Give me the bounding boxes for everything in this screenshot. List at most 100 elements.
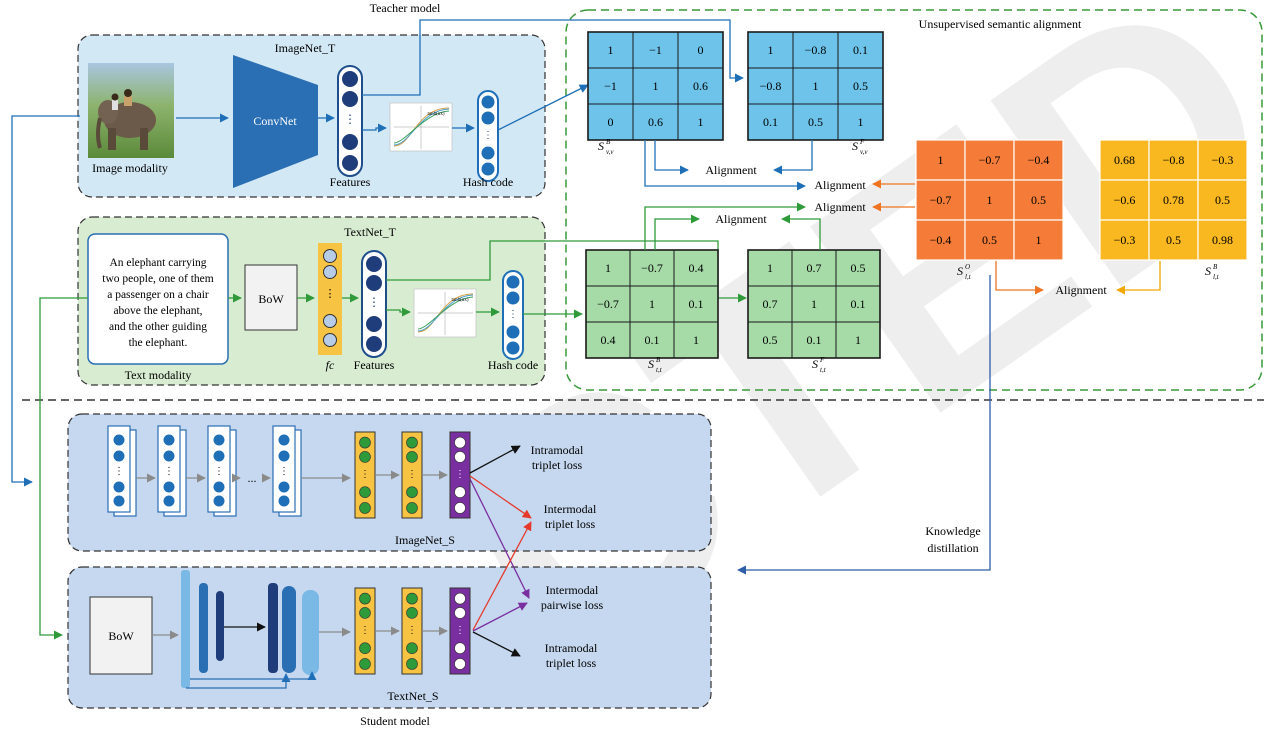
svg-text:⋮: ⋮ xyxy=(508,309,518,320)
matrix-cell-value: 0.4 xyxy=(689,261,704,275)
fc-column-1: ⋮ xyxy=(354,587,376,675)
matrix-cell xyxy=(1099,139,1150,181)
imagenet-s-panel: ImageNet_S ⋮⋮⋮⋮ ... ⋮⋮⋮ xyxy=(67,413,712,552)
matrix-cell xyxy=(673,249,719,287)
svg-text:⋮: ⋮ xyxy=(455,469,465,480)
conv-layer-1: ⋮ xyxy=(107,425,137,517)
unsupervised-alignment-label: Unsupervised semantic alignment xyxy=(919,17,1082,31)
svg-text:two people, one of them: two people, one of them xyxy=(102,273,214,285)
matrix-cell-value: 0.5 xyxy=(1166,233,1181,247)
svg-text:B: B xyxy=(1213,263,1218,271)
matrix-cell-value: 0.5 xyxy=(808,115,823,129)
svg-text:t,t: t,t xyxy=(656,366,663,374)
matrix-cell xyxy=(1099,219,1150,261)
teacher-pipeline-arrows xyxy=(176,19,747,319)
elephant-photo xyxy=(88,63,174,158)
matrix-cell xyxy=(837,31,884,69)
textnet-s-title: TextNet_S xyxy=(387,689,438,703)
matrix-cell-value: 0.5 xyxy=(763,333,778,347)
convnet-block xyxy=(233,55,318,188)
student-text-resnet xyxy=(181,570,351,689)
matrix-cell-value: 0.1 xyxy=(763,115,778,129)
matrix-cell xyxy=(629,285,675,323)
svg-text:⋮: ⋮ xyxy=(360,625,370,636)
loss-intra-txt-2: triplet loss xyxy=(546,656,597,670)
matrix-cell-value: −0.6 xyxy=(1114,193,1136,207)
matrix-cell-value: −0.8 xyxy=(805,43,827,57)
matrix-cell xyxy=(677,31,724,69)
matrix-cell-value: 0.5 xyxy=(1031,193,1046,207)
text-features-label: Features xyxy=(354,358,395,372)
matrix-cell xyxy=(837,67,884,105)
matrix-cell-value: 0.1 xyxy=(689,297,704,311)
fc-column-3: ⋮ xyxy=(449,587,471,675)
matrix-cell-value: 1 xyxy=(938,153,944,167)
matrix-cell-value: −0.8 xyxy=(1163,153,1185,167)
svg-text:⋮: ⋮ xyxy=(325,288,336,300)
matrix-cell-value: 1 xyxy=(693,333,699,347)
matrix-cell-value: 0.6 xyxy=(693,79,708,93)
alignment-label-5: Alignment xyxy=(1055,283,1107,297)
fc-column-3: ⋮ xyxy=(449,431,471,519)
matrix-label: S xyxy=(648,357,654,371)
svg-text:above the elephant,: above the elephant, xyxy=(113,305,202,317)
svg-text:the elephant.: the elephant. xyxy=(129,337,188,349)
teacher-text-hash-code: ⋮ xyxy=(502,270,524,360)
matrix-cell xyxy=(964,179,1015,221)
svg-text:⋮: ⋮ xyxy=(114,466,124,477)
loss-intra-img-1: Intramodal xyxy=(531,443,584,457)
svg-text:⋮: ⋮ xyxy=(164,466,174,477)
svg-text:a passenger on a chair: a passenger on a chair xyxy=(107,289,209,301)
matrix-cell-value: 1 xyxy=(858,115,864,129)
teacher-model-label: Teacher model xyxy=(370,1,441,15)
svg-text:⋮: ⋮ xyxy=(344,112,356,126)
textnet-s-panel: TextNet_S BoW ⋮⋮⋮ xyxy=(67,566,712,709)
tanh-plot-image: tanh(αx) xyxy=(389,102,453,152)
matrix-cell-value: 0 xyxy=(608,115,614,129)
matrix-cell-value: 1 xyxy=(813,79,819,93)
matrix-label: S xyxy=(1205,264,1211,278)
matrix-cell xyxy=(747,31,794,69)
matrix-cell-value: 0.5 xyxy=(851,261,866,275)
textnet-t-panel: TextNet_T An elephant carrying two peopl… xyxy=(77,216,546,386)
matrix-cell xyxy=(792,31,839,69)
svg-text:B: B xyxy=(656,356,661,364)
matrix-cell-value: 0 xyxy=(698,43,704,57)
matrix-cell xyxy=(1148,179,1199,221)
svg-text:⋮: ⋮ xyxy=(279,466,289,477)
svg-text:F: F xyxy=(859,138,865,146)
svg-text:B: B xyxy=(606,138,611,146)
matrix-cell xyxy=(1148,219,1199,261)
matrix-cell-value: 0.98 xyxy=(1212,233,1233,247)
matrix-cell xyxy=(1197,139,1248,181)
matrix-cell-value: −0.3 xyxy=(1114,233,1136,247)
imagenet-t-panel: ImageNet_T Image modality ConvNet ⋮ xyxy=(77,34,546,198)
matrix-cell-value: −0.8 xyxy=(760,79,782,93)
matrix-cell-value: 1 xyxy=(653,79,659,93)
matrix-cell-value: 0.78 xyxy=(1163,193,1184,207)
caption-box xyxy=(87,233,229,365)
svg-text:An elephant carrying: An elephant carrying xyxy=(109,257,206,269)
matrix-cell xyxy=(964,219,1015,261)
student-loss-arrows xyxy=(469,445,532,657)
svg-text:⋮: ⋮ xyxy=(360,469,370,480)
caption-text: An elephant carrying two people, one of … xyxy=(102,257,214,349)
imagenet-s-ellipsis: ... xyxy=(248,471,257,485)
matrix-label: S xyxy=(812,357,818,371)
teacher-image-features: ⋮ xyxy=(337,65,363,177)
svg-text:⋮: ⋮ xyxy=(214,466,224,477)
matrix-cell-value: 0.7 xyxy=(807,261,822,275)
fc-column-2: ⋮ xyxy=(401,587,423,675)
student-image-fc-layers: ⋮⋮⋮ xyxy=(354,431,471,519)
imagenet-t-title: ImageNet_T xyxy=(275,41,336,55)
matrix-label: S xyxy=(852,139,858,153)
loss-intra-txt-1: Intramodal xyxy=(545,641,598,655)
teacher-text-features: ⋮ xyxy=(361,250,387,358)
matrix-cell-value: 0.68 xyxy=(1114,153,1135,167)
matrix-cell-value: 1 xyxy=(608,43,614,57)
svg-text:⋮: ⋮ xyxy=(483,130,493,141)
